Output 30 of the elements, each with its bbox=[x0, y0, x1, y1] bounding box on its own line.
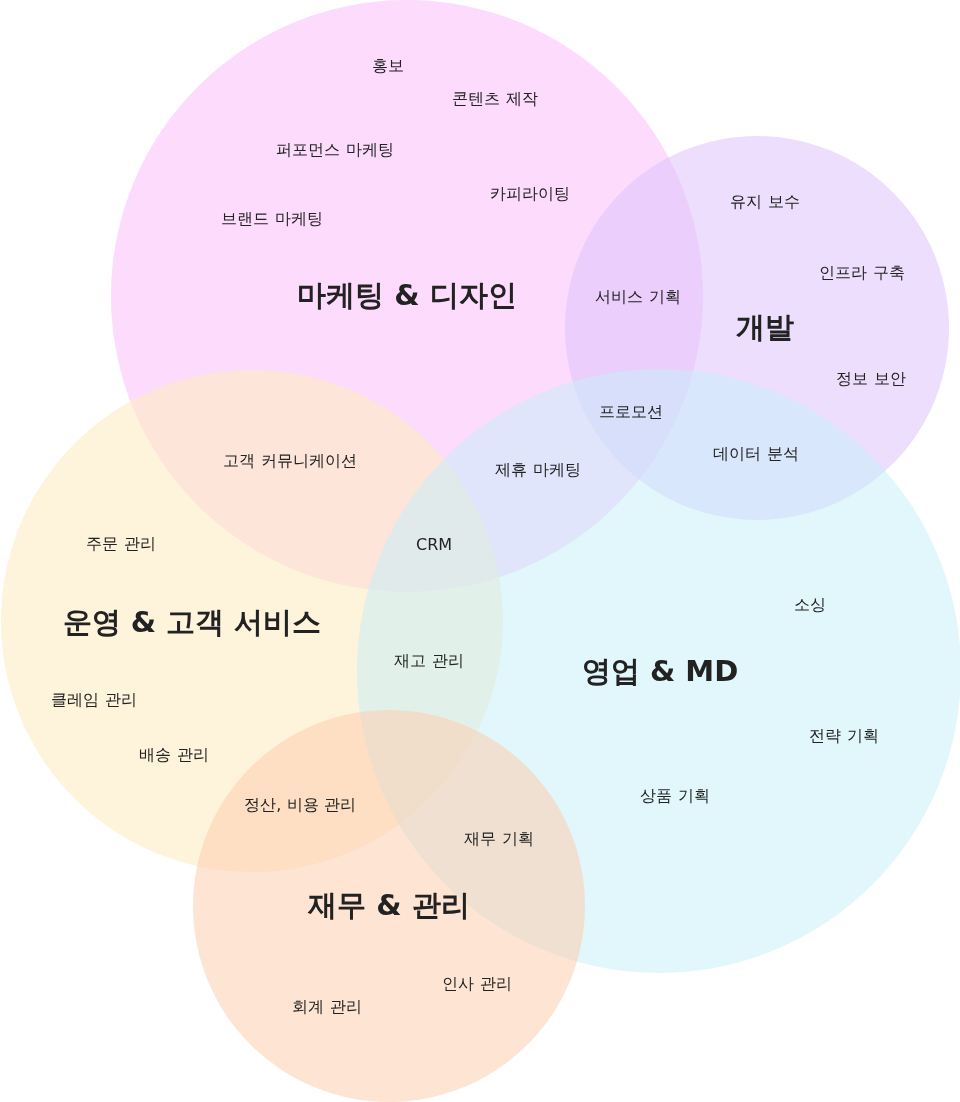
circle-heading: 마케팅 & 디자인 bbox=[297, 277, 517, 314]
item-label: 전략 기획 bbox=[809, 725, 879, 747]
circle-heading: 영업 & MD bbox=[581, 653, 739, 690]
item-label: 클레임 관리 bbox=[51, 689, 137, 711]
item-label: 정산, 비용 관리 bbox=[244, 794, 356, 816]
circle-heading: 운영 & 고객 서비스 bbox=[62, 604, 322, 641]
item-label: 고객 커뮤니케이션 bbox=[223, 450, 357, 472]
item-label: 배송 관리 bbox=[139, 744, 209, 766]
item-label: 회계 관리 bbox=[292, 996, 362, 1018]
item-label: 퍼포먼스 마케팅 bbox=[276, 139, 394, 161]
circle-heading: 개발 bbox=[736, 309, 794, 346]
item-label: 재무 기획 bbox=[464, 828, 534, 850]
item-label: 제휴 마케팅 bbox=[495, 459, 581, 481]
item-label: 소싱 bbox=[794, 594, 826, 616]
item-label: 홍보 bbox=[372, 55, 404, 77]
item-label: 상품 기획 bbox=[640, 785, 710, 807]
item-label: 재고 관리 bbox=[394, 650, 464, 672]
item-label: 카피라이팅 bbox=[490, 183, 570, 205]
item-label: 정보 보안 bbox=[836, 368, 906, 390]
item-label: 서비스 기획 bbox=[595, 286, 681, 308]
item-label: 브랜드 마케팅 bbox=[221, 208, 323, 230]
item-label: 데이터 분석 bbox=[713, 443, 799, 465]
item-label: CRM bbox=[415, 534, 453, 554]
item-label: 프로모션 bbox=[599, 401, 663, 423]
item-label: 콘텐츠 제작 bbox=[452, 88, 538, 110]
item-label: 주문 관리 bbox=[86, 533, 156, 555]
circle-heading: 재무 & 관리 bbox=[308, 887, 470, 924]
item-label: 인프라 구축 bbox=[819, 262, 905, 284]
item-label: 유지 보수 bbox=[730, 191, 800, 213]
item-label: 인사 관리 bbox=[442, 973, 512, 995]
